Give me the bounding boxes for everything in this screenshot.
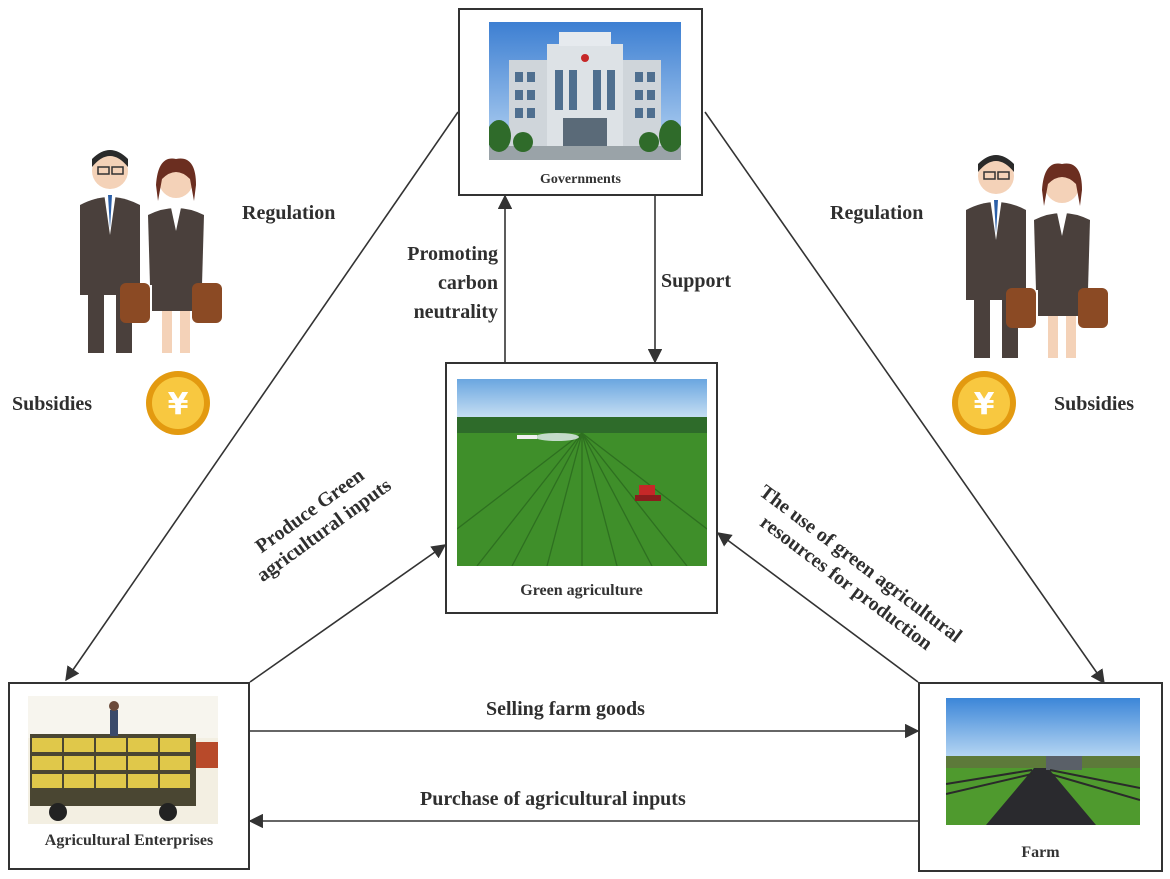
farm-road-image bbox=[946, 698, 1140, 825]
purchase-inputs-label: Purchase of agricultural inputs bbox=[420, 788, 686, 810]
yuan-coin-icon-left: ¥ bbox=[146, 371, 210, 435]
governments-node: Governments bbox=[458, 8, 703, 196]
promoting-carbon-neutrality-label: Promoting carbon neutrality bbox=[378, 240, 498, 327]
farm-node: Farm bbox=[918, 682, 1163, 872]
promoting-line-1: Promoting bbox=[407, 243, 498, 265]
governments-label: Governments bbox=[540, 172, 621, 187]
regulation-label-right: Regulation bbox=[830, 202, 924, 224]
enterprises-node: Agricultural Enterprises bbox=[8, 682, 250, 870]
officials-illustration-left bbox=[80, 150, 222, 353]
farm-label: Farm bbox=[1021, 844, 1060, 861]
coin-symbol-left: ¥ bbox=[168, 387, 189, 422]
woman-figure-right bbox=[1034, 163, 1108, 358]
truck-loading-image bbox=[28, 696, 218, 824]
arrow-gov-to-enterprises bbox=[65, 111, 459, 682]
arrow-enterprises-to-green bbox=[249, 544, 447, 683]
enterprises-label: Agricultural Enterprises bbox=[44, 832, 214, 849]
support-label: Support bbox=[661, 270, 732, 292]
man-figure-right bbox=[966, 155, 1036, 358]
green-agriculture-label: Green agriculture bbox=[520, 582, 643, 599]
selling-farm-goods-label: Selling farm goods bbox=[486, 698, 645, 720]
man-figure-left bbox=[80, 150, 150, 353]
regulation-label-left: Regulation bbox=[242, 202, 336, 224]
green-field-image bbox=[457, 379, 707, 566]
subsidies-label-left: Subsidies bbox=[12, 393, 93, 415]
promoting-line-2: carbon bbox=[438, 272, 498, 294]
officials-illustration-right bbox=[966, 155, 1108, 358]
subsidies-label-right: Subsidies bbox=[1054, 393, 1135, 415]
arrow-gov-to-farm bbox=[704, 111, 1105, 685]
government-building-image bbox=[489, 22, 681, 160]
coin-symbol-right: ¥ bbox=[974, 387, 995, 422]
woman-figure-left bbox=[148, 158, 222, 353]
promoting-line-3: neutrality bbox=[413, 301, 498, 323]
green-agriculture-node: Green agriculture bbox=[445, 362, 718, 614]
arrow-farm-to-green bbox=[716, 532, 919, 683]
yuan-coin-icon-right: ¥ bbox=[952, 371, 1016, 435]
